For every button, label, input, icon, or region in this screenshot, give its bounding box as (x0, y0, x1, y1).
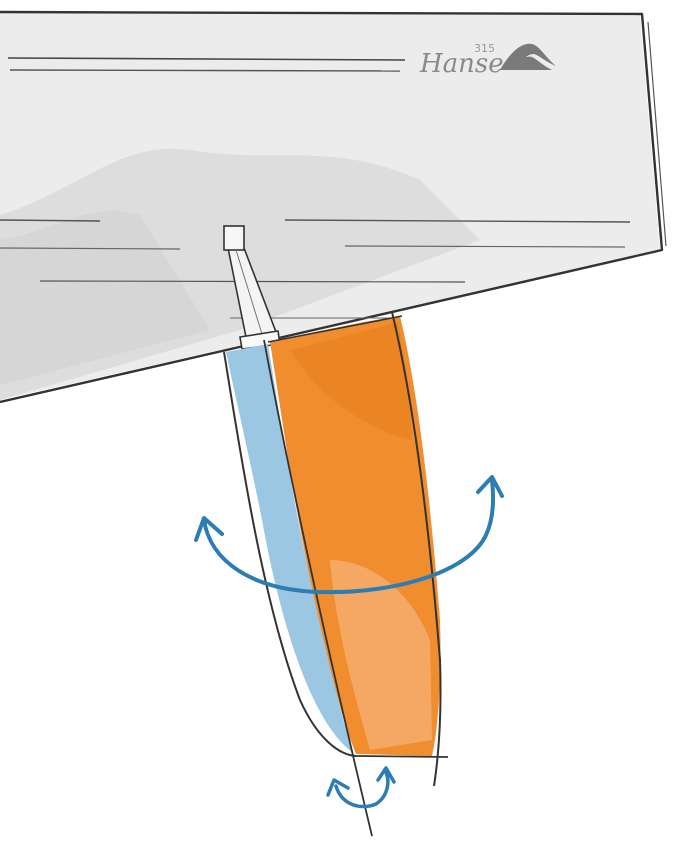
hull-outline-inner (647, 21, 667, 247)
small-arrow-arc (334, 770, 390, 809)
rotation-arrow-head-left (194, 516, 224, 542)
hull-line-4 (344, 245, 626, 248)
stock-center-line (235, 249, 263, 335)
rudder-leading-edge (226, 344, 352, 752)
hull-line-3 (0, 247, 181, 250)
hull-shading-light (0, 210, 210, 385)
stock-top (223, 225, 245, 251)
rotation-arrow-arc (202, 478, 496, 595)
logo-model-number: 315 (474, 42, 495, 55)
rudder-outline-left (223, 351, 357, 757)
small-rotation-arrow-icon (326, 766, 396, 809)
hull-line-1 (0, 219, 101, 222)
brand-logo: Hanse 315 (419, 42, 556, 79)
logo-wordmark: Hanse (419, 49, 504, 79)
rudder-stock (223, 225, 281, 350)
rudder-axis-line (263, 339, 373, 837)
rudder-blade-highlight (330, 560, 432, 750)
hull-stripe-1 (7, 57, 406, 61)
small-arrow-head-left (326, 778, 350, 797)
rudder-tip-line (355, 755, 449, 758)
wave-logo-icon (500, 43, 556, 70)
hull-line-2 (284, 219, 631, 223)
rudder-blade-shade (290, 322, 412, 440)
rudder-top-edge (267, 315, 403, 343)
rotation-arrow-icon (194, 475, 504, 595)
rudder (223, 311, 449, 837)
hull (0, 10, 667, 404)
hull-stripe-2 (9, 69, 401, 72)
rotation-arrow-head-right (476, 475, 504, 498)
rudder-outline-right (391, 311, 442, 787)
small-arrow-head-right (376, 766, 396, 784)
hull-outline (0, 10, 664, 404)
